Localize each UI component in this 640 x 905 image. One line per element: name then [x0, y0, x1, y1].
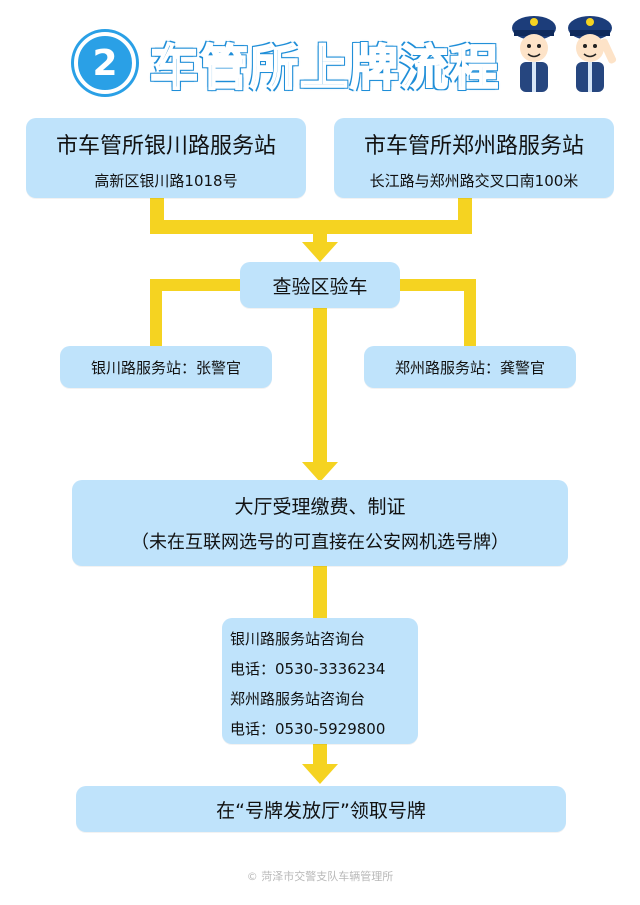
connector-line: [150, 279, 162, 347]
police-mascots-icon: [512, 16, 617, 92]
police-officer-icon: [568, 16, 617, 92]
contact-desk: 郑州路服务站咨询台: [230, 690, 366, 708]
station-address: 长江路与郑州路交叉口南100米: [369, 172, 579, 190]
contact-phone: 电话：0530-5929800: [230, 720, 386, 738]
connector-line: [150, 220, 472, 234]
arrow-down-icon: [302, 462, 338, 482]
hall-box: 大厅受理缴费、制证 （未在互联网选号的可直接在公安网机选号牌）: [72, 480, 568, 566]
contacts-box: 银川路服务站咨询台 电话：0530-3336234 郑州路服务站咨询台 电话：0…: [222, 618, 418, 744]
connector-line: [313, 300, 327, 466]
contact-desk: 银川路服务站咨询台: [230, 630, 366, 648]
page-title: 2 车管所上牌流程: [74, 28, 500, 98]
station-box-yinchuan: 市车管所银川路服务站 高新区银川路1018号: [26, 118, 306, 198]
connector-line: [464, 279, 476, 347]
officer-box-zhengzhou: 郑州路服务站：龚警官: [364, 346, 576, 388]
inspection-box: 查验区验车: [240, 262, 400, 308]
officer-box-yinchuan: 银川路服务站：张警官: [60, 346, 272, 388]
station-address: 高新区银川路1018号: [94, 172, 238, 190]
final-step-box: 在“号牌发放厅”领取号牌: [76, 786, 566, 832]
police-officer-icon: [512, 16, 556, 92]
arrow-down-icon: [302, 242, 338, 262]
connector-line: [313, 742, 327, 766]
station-box-zhengzhou: 市车管所郑州路服务站 长江路与郑州路交叉口南100米: [334, 118, 614, 198]
connector-line: [398, 279, 476, 291]
connector-line: [313, 566, 327, 618]
footer-credit: © 菏泽市交警支队车辆管理所: [246, 870, 394, 883]
station-name: 市车管所郑州路服务站: [363, 134, 584, 159]
arrow-down-icon: [302, 764, 338, 784]
step-number-badge: 2: [74, 32, 136, 94]
connector-line: [313, 220, 327, 246]
contact-phone: 电话：0530-3336234: [230, 660, 386, 678]
hall-line2: （未在互联网选号的可直接在公安网机选号牌）: [131, 532, 509, 553]
station-name: 市车管所银川路服务站: [55, 134, 276, 159]
hall-line1: 大厅受理缴费、制证: [234, 496, 406, 518]
title-text: 车管所上牌流程: [149, 39, 501, 97]
connector-line: [150, 279, 242, 291]
